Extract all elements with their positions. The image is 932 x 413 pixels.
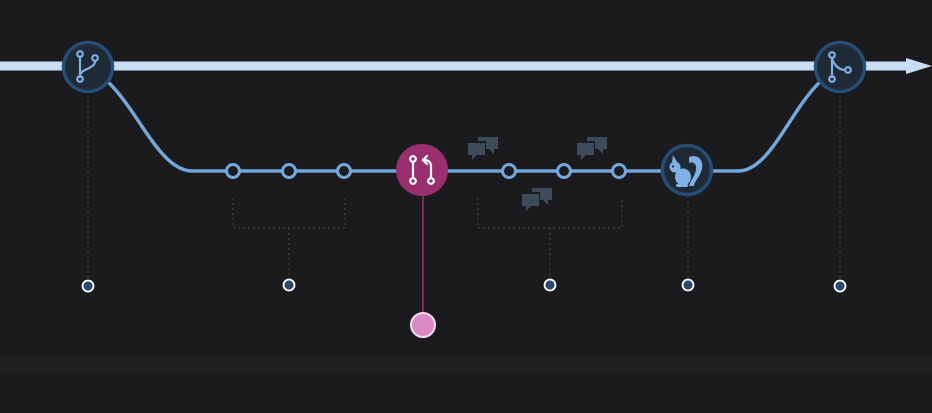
marker-dot (543, 278, 557, 292)
branch-node (61, 40, 115, 94)
comment-discussion-icon (468, 137, 498, 160)
marker-dot (81, 279, 95, 293)
merge-node (813, 40, 867, 94)
commit-dot (281, 163, 297, 179)
git-branch-icon (76, 50, 99, 83)
git-pull-request-icon (409, 154, 435, 185)
commit-dot (501, 163, 517, 179)
squirrel-icon (669, 155, 703, 187)
commit-dot (336, 163, 352, 179)
marker-dot (282, 278, 296, 292)
pull-request-marker (410, 312, 436, 338)
comment-discussion-icon (577, 137, 607, 160)
comment-discussion-icon (522, 188, 552, 211)
discussion-commit-group (501, 163, 627, 179)
feature-branch-line (106, 80, 822, 173)
marker-dot (681, 278, 695, 292)
stage-markers (81, 278, 847, 338)
marker-dot (833, 279, 847, 293)
commit-group (225, 163, 352, 179)
footer-band (0, 358, 932, 374)
commit-dot (225, 163, 241, 179)
connector-lines (87, 96, 841, 280)
commit-dot (611, 163, 627, 179)
commit-dot (556, 163, 572, 179)
deploy-node (660, 143, 714, 197)
main-branch-arrowhead (906, 58, 932, 74)
pull-request-node (396, 144, 448, 196)
main-branch-line (0, 61, 910, 71)
git-merge-icon (828, 51, 852, 83)
